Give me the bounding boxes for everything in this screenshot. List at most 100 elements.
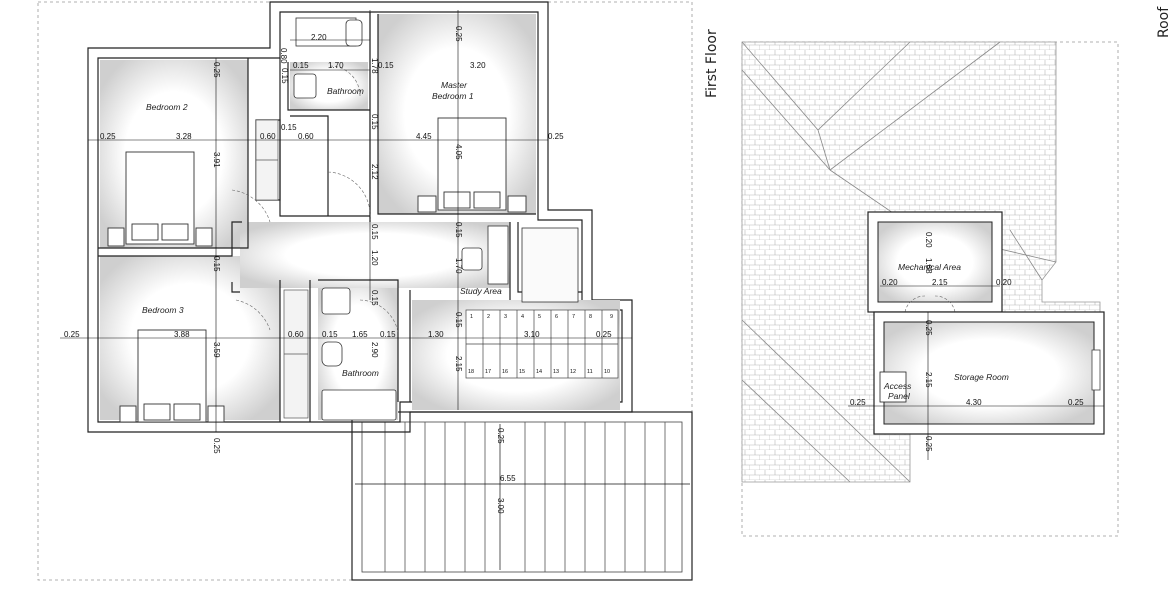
dim-label: 0.25 <box>212 62 221 78</box>
dim-label: 1.30 <box>428 330 444 339</box>
stair-step-number: 18 <box>468 369 474 375</box>
mechanical-area <box>867 211 1003 313</box>
access-panel <box>879 371 907 403</box>
storage-room <box>848 311 1105 460</box>
roof-dimension-labels: 0.20 1.68 0.20 2.15 0.20 0.25 2.15 0.25 … <box>850 232 1084 452</box>
room-label-mechanical: Mechanical Area <box>898 262 961 272</box>
stair-step-number: 7 <box>572 314 575 320</box>
dim-label: 1.78 <box>370 58 379 74</box>
dim-label: 0.25 <box>212 438 221 454</box>
dim-label: 0.15 <box>280 68 289 84</box>
dim-label: 0.20 <box>882 278 898 287</box>
dim-label: 0.15 <box>454 312 463 328</box>
roof-plan: Mechanical Area Storage Room Access Pane… <box>741 6 1168 537</box>
dim-label: 1.70 <box>454 258 463 274</box>
dimension-lines <box>60 10 632 432</box>
plan-title-first-floor: First Floor <box>704 29 720 98</box>
stair-step-number: 2 <box>487 314 490 320</box>
dim-label: 3.88 <box>174 330 190 339</box>
stair-step-number: 8 <box>589 314 592 320</box>
stair-step-number: 9 <box>610 314 613 320</box>
terrace <box>351 411 693 581</box>
bed-master <box>417 117 527 213</box>
staircase <box>465 309 619 379</box>
dim-label: 2.15 <box>932 278 948 287</box>
dim-label: 0.60 <box>260 132 276 141</box>
dim-label: 0.15 <box>370 224 379 240</box>
stair-numbers: 1 2 3 4 5 6 7 8 9 18 17 16 15 14 13 12 1… <box>468 314 613 375</box>
first-floor-room-labels: Bedroom 2 Bedroom 3 Master Bedroom 1 Bat… <box>142 80 502 378</box>
dim-label: 0.25 <box>496 428 505 444</box>
stair-step-number: 13 <box>553 369 559 375</box>
dim-label: 6.55 <box>500 474 516 483</box>
dim-label: 0.15 <box>212 256 221 272</box>
bathroom-fixtures <box>293 17 397 421</box>
dim-label: 0.60 <box>288 330 304 339</box>
dim-label: 2.12 <box>370 164 379 180</box>
bed-bedroom3 <box>119 329 225 423</box>
first-floor-plan: Bedroom 2 Bedroom 3 Master Bedroom 1 Bat… <box>37 1 720 581</box>
stair-step-number: 15 <box>519 369 525 375</box>
dim-label: 3.10 <box>524 330 540 339</box>
stair-step-number: 12 <box>570 369 576 375</box>
stair-step-number: 6 <box>555 314 558 320</box>
dim-label: 0.15 <box>380 330 396 339</box>
dim-label: 1.70 <box>328 61 344 70</box>
stair-step-number: 14 <box>536 369 542 375</box>
room-label-bathroom-top: Bathroom <box>327 86 364 96</box>
room-label-access-line2: Panel <box>888 391 911 401</box>
dim-label: 4.45 <box>416 132 432 141</box>
dim-label: 0.80 <box>279 48 288 64</box>
dim-label: 3.00 <box>496 498 505 514</box>
dim-label: 2.15 <box>454 356 463 372</box>
dim-label: 0.15 <box>322 330 338 339</box>
dim-label: 0.20 <box>924 232 933 248</box>
stair-step-number: 10 <box>604 369 610 375</box>
dim-label: 0.25 <box>1068 398 1084 407</box>
dim-label: 0.15 <box>293 61 309 70</box>
dim-label: 0.25 <box>596 330 612 339</box>
stair-step-number: 17 <box>485 369 491 375</box>
roof-room-labels: Mechanical Area Storage Room Access Pane… <box>883 262 1009 401</box>
bed-bedroom2 <box>107 151 213 247</box>
dim-label: 0.25 <box>64 330 80 339</box>
room-label-study: Study Area <box>460 286 502 296</box>
dim-label: 2.15 <box>924 372 933 388</box>
dim-label: 2.20 <box>311 33 327 42</box>
room-label-bedroom3: Bedroom 3 <box>142 305 184 315</box>
dim-label: 2.90 <box>370 342 379 358</box>
stair-step-number: 1 <box>470 314 473 320</box>
study-desk <box>461 225 579 303</box>
room-label-master-line1: Master <box>441 80 468 90</box>
dim-label: 0.25 <box>924 320 933 336</box>
dim-label: 4.30 <box>966 398 982 407</box>
dim-label: 3.59 <box>212 342 221 358</box>
room-label-master-line2: Bedroom 1 <box>432 91 474 101</box>
dim-label: 3.20 <box>470 61 486 70</box>
first-floor-dimension-labels: 2.20 0.80 0.15 1.70 1.78 0.15 0.25 3.20 … <box>64 26 612 514</box>
dim-label: 0.60 <box>298 132 314 141</box>
dim-label: 0.25 <box>850 398 866 407</box>
door-swings <box>231 65 399 333</box>
stair-step-number: 11 <box>587 369 593 375</box>
dim-label: 0.15 <box>370 114 379 130</box>
dim-label: 3.28 <box>176 132 192 141</box>
room-label-bathroom-bottom: Bathroom <box>342 368 379 378</box>
stair-step-number: 3 <box>504 314 507 320</box>
dim-label: 0.15 <box>378 61 394 70</box>
dim-label: 1.68 <box>924 258 933 274</box>
dim-label: 1.20 <box>370 250 379 266</box>
dim-label: 4.05 <box>454 144 463 160</box>
dim-label: 3.91 <box>212 152 221 168</box>
dim-label: 0.15 <box>281 123 297 132</box>
dim-label: 0.25 <box>100 132 116 141</box>
room-label-bedroom2: Bedroom 2 <box>146 102 188 112</box>
dim-label: 1.65 <box>352 330 368 339</box>
stair-step-number: 4 <box>521 314 524 320</box>
room-label-storage: Storage Room <box>954 372 1009 382</box>
dim-label: 0.20 <box>996 278 1012 287</box>
dim-label: 0.25 <box>548 132 564 141</box>
dim-label: 0.25 <box>924 436 933 452</box>
dim-label: 0.25 <box>454 26 463 42</box>
